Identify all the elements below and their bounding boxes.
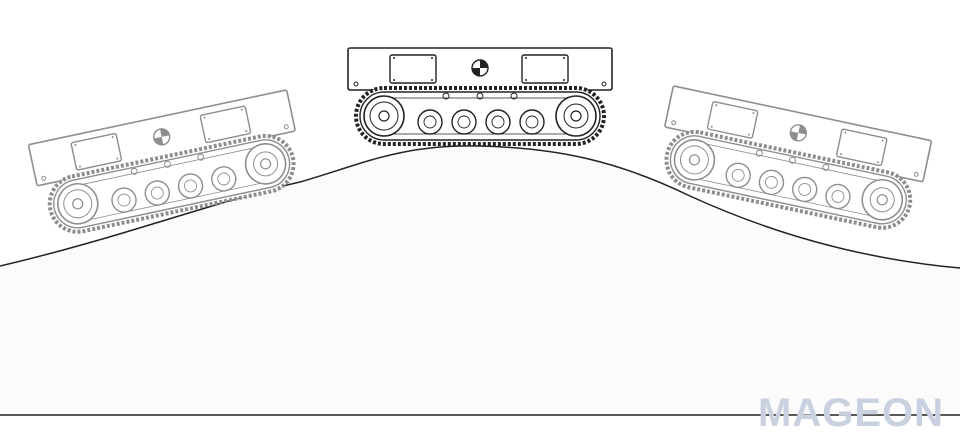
hill-outline xyxy=(0,145,960,269)
chassis-on-crest xyxy=(346,46,614,146)
hill-terrain xyxy=(0,145,960,415)
brand-logo: MAGEON xyxy=(758,391,944,435)
